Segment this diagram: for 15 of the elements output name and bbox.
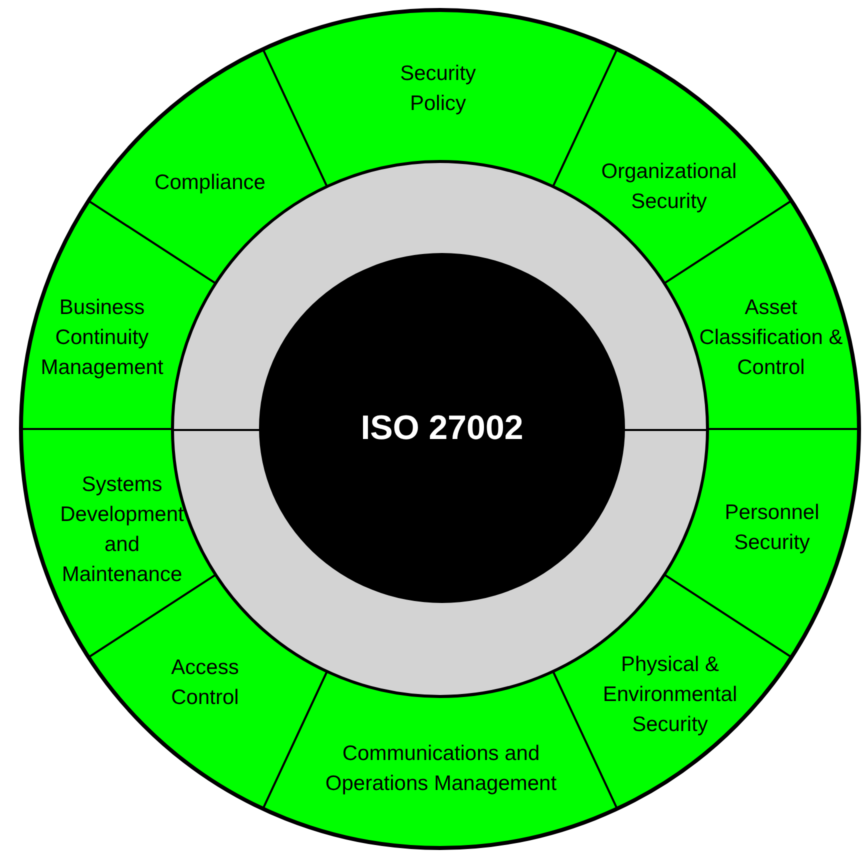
ring-segment <box>21 429 216 658</box>
segment-label: Compliance <box>154 170 266 196</box>
center-title: ISO 27002 <box>360 408 524 448</box>
ring-segment <box>88 49 327 284</box>
segment-label: Personnel Security <box>724 500 820 556</box>
segment-label: Systems Development and Maintenance <box>59 472 185 588</box>
segment-label: Business Continuity Management <box>40 295 164 381</box>
segment-label: Security Policy <box>399 61 477 117</box>
segment-label: Organizational Security <box>600 159 738 215</box>
segment-label: Physical & Environmental Security <box>602 652 738 738</box>
segment-label: Communications and Operations Management <box>324 741 558 797</box>
ring-segment <box>553 49 792 284</box>
ring-segment <box>21 200 216 430</box>
segment-label: Access Control <box>170 655 240 711</box>
segment-label: Asset Classification & Control <box>698 295 844 381</box>
